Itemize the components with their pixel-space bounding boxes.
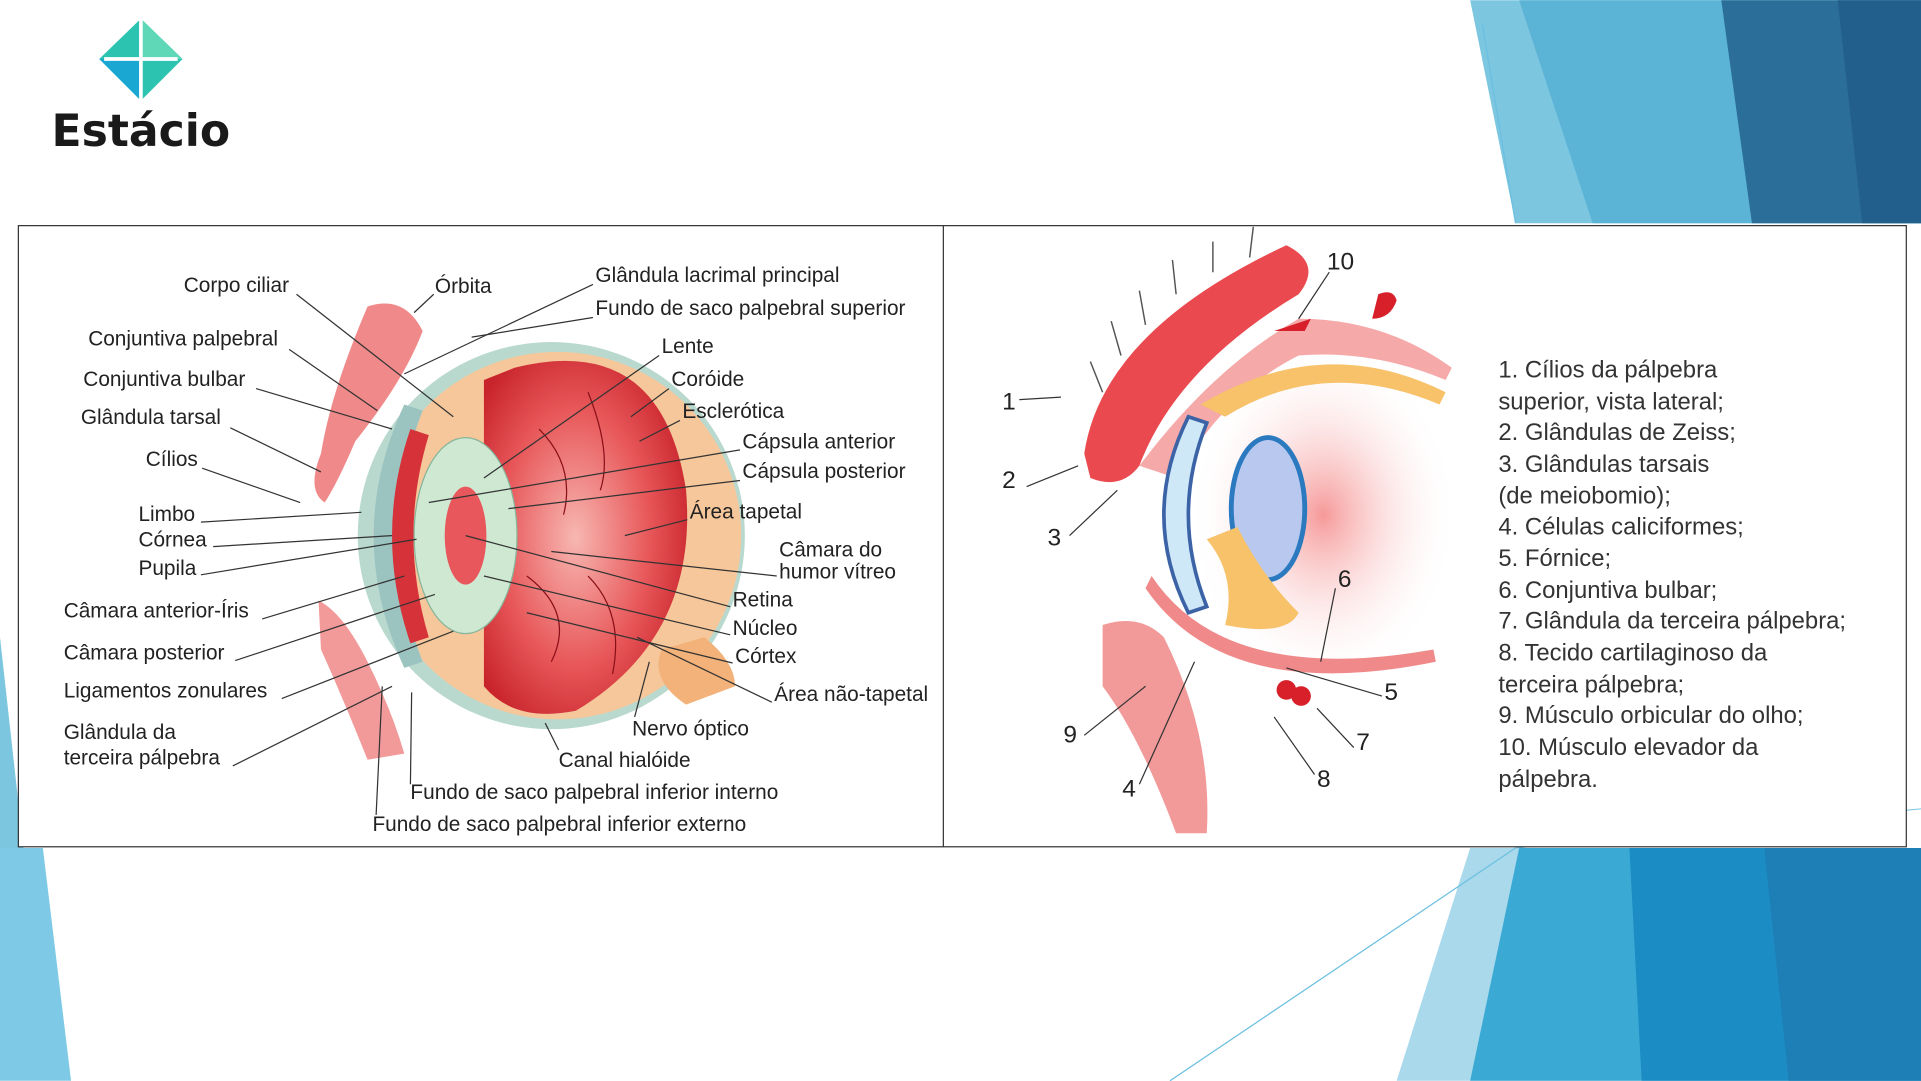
legend-line: 8. Tecido cartilaginoso da [1498, 640, 1768, 667]
label-canal-hialoide: Canal hialóide [559, 749, 691, 772]
label-conjuntiva-bulbar: Conjuntiva bulbar [83, 368, 245, 391]
label-pupila: Pupila [138, 557, 196, 580]
legend-line: pálpebra. [1498, 766, 1598, 793]
figure-panel [17, 225, 1907, 848]
number-4: 4 [1122, 776, 1136, 803]
label-cortex: Córtex [735, 645, 797, 668]
legend-line: 7. Glândula da terceira pálpebra; [1498, 608, 1846, 635]
eyelid-section-illustration [1084, 226, 1458, 834]
logo-text: Estácio [51, 106, 230, 157]
left-diagram-labels: Corpo ciliar Órbita Glândula lacrimal pr… [64, 264, 928, 836]
label-lente: Lente [662, 335, 714, 358]
label-camara-posterior: Câmara posterior [64, 641, 225, 664]
legend-line: 9. Músculo orbicular do olho; [1498, 702, 1803, 729]
eye-cross-section-illustration [314, 303, 745, 760]
label-capsula-anterior: Cápsula anterior [742, 431, 895, 454]
legend-line: 2. Glândulas de Zeiss; [1498, 419, 1736, 446]
number-6: 6 [1338, 566, 1352, 593]
label-conjuntiva-palpebral: Conjuntiva palpebral [88, 328, 278, 351]
label-nucleo: Núcleo [733, 617, 798, 640]
label-nervo-optico: Nervo óptico [632, 717, 749, 740]
label-limbo: Limbo [138, 503, 195, 526]
legend-line: superior, vista lateral; [1498, 388, 1724, 415]
legend-line: 10. Músculo elevador da [1498, 734, 1759, 761]
label-glandula-terceira-2: terceira pálpebra [64, 747, 221, 770]
legend-line: 1. Cílios da pálpebra [1498, 357, 1718, 384]
label-orbita: Órbita [435, 275, 492, 298]
label-area-tapetal: Área tapetal [690, 500, 802, 523]
label-capsula-posterior: Cápsula posterior [742, 460, 905, 483]
legend-line: (de meiobomio); [1498, 483, 1670, 510]
label-glandula-terceira-1: Glândula da [64, 721, 177, 744]
legend-line: 5. Fórnice; [1498, 545, 1611, 572]
legend-line: 6. Conjuntiva bulbar; [1498, 577, 1717, 604]
label-fundo-inferior-externo: Fundo de saco palpebral inferior externo [372, 813, 746, 836]
number-9: 9 [1063, 722, 1077, 749]
label-corpo-ciliar: Corpo ciliar [184, 274, 289, 297]
label-cilios: Cílios [146, 448, 198, 471]
label-camara-vitreo-1: Câmara do [779, 538, 882, 561]
leader-lines-right [1019, 271, 1383, 785]
number-5: 5 [1384, 679, 1398, 706]
label-glandula-tarsal: Glândula tarsal [81, 406, 221, 429]
number-7: 7 [1356, 729, 1370, 756]
label-fundo-inferior-interno: Fundo de saco palpebral inferior interno [410, 781, 778, 804]
label-camara-anterior: Câmara anterior-Íris [64, 600, 249, 623]
label-camara-vitreo-2: humor vítreo [779, 560, 896, 583]
number-2: 2 [1002, 467, 1016, 494]
leader-lines-left [200, 283, 777, 815]
legend: 1. Cílios da pálpebra superior, vista la… [1498, 357, 1846, 793]
label-glandula-lacrimal: Glândula lacrimal principal [595, 264, 839, 287]
label-fundo-superior: Fundo de saco palpebral superior [595, 297, 905, 320]
number-8: 8 [1317, 766, 1331, 793]
legend-line: 3. Glândulas tarsais [1498, 451, 1709, 478]
number-10: 10 [1327, 249, 1354, 276]
label-cornea: Córnea [138, 529, 207, 552]
number-3: 3 [1047, 524, 1061, 551]
right-diagram-numbers: 1 2 3 4 5 6 7 8 9 10 [1002, 249, 1398, 803]
label-area-nao-tapetal: Área não-tapetal [774, 683, 928, 706]
legend-line: 4. Células caliciformes; [1498, 513, 1743, 540]
label-coroide: Coróide [671, 368, 744, 391]
label-esclerotica: Esclerótica [682, 400, 784, 423]
label-retina: Retina [733, 589, 794, 612]
number-1: 1 [1002, 388, 1016, 415]
estacio-logo: Estácio [51, 18, 230, 157]
legend-line: terceira pálpebra; [1498, 671, 1684, 698]
label-ligamentos: Ligamentos zonulares [64, 679, 268, 702]
